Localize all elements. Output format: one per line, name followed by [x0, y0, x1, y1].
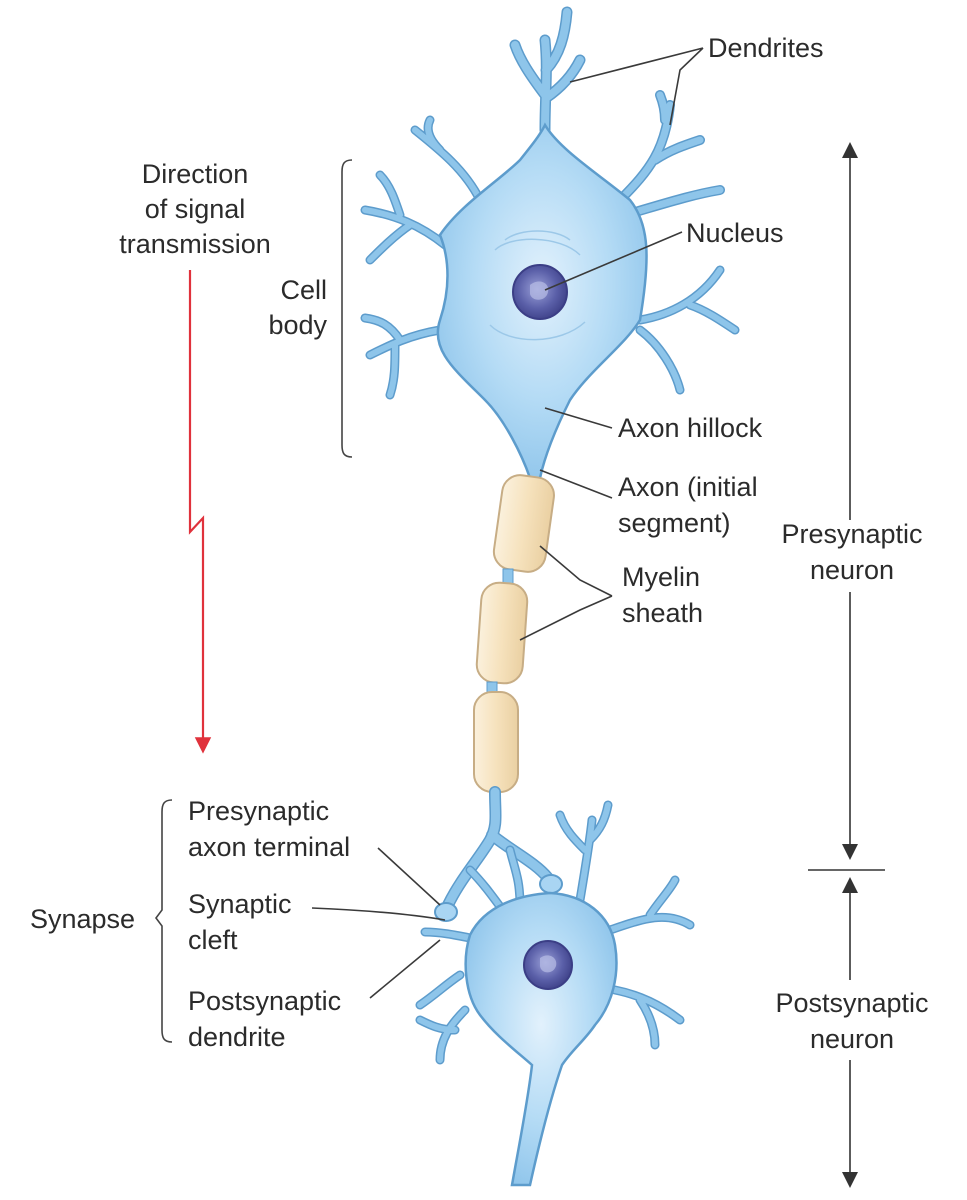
cell-body-label-line-2: body	[268, 310, 327, 340]
leader-lines	[311, 47, 704, 999]
synapse-bracket	[155, 799, 173, 1043]
axon-hillock-label: Axon hillock	[618, 413, 763, 443]
nucleus-label: Nucleus	[686, 218, 784, 248]
dendrites-label: Dendrites	[708, 33, 824, 63]
signal-direction-arrow	[188, 270, 212, 754]
presynaptic-neuron-label-line-2: neuron	[810, 555, 894, 585]
postsynaptic-neuron-label-line-1: Postsynaptic	[775, 988, 928, 1018]
postsynaptic-dendrite-label-line-1: Postsynaptic	[188, 986, 341, 1016]
axon-terminal-bulb-left	[434, 902, 458, 922]
cell-body-label-line-1: Cell	[280, 275, 327, 305]
synaptic-cleft-leader	[311, 907, 446, 921]
cell-body-bracket	[341, 159, 353, 458]
postsynaptic-neuron-label-line-2: neuron	[810, 1024, 894, 1054]
direction-label-line-2: of signal	[145, 194, 246, 224]
postsynaptic-nucleolus-shape	[540, 955, 557, 973]
dendrites-upper-shape	[360, 6, 740, 400]
axon-terminal-branches	[434, 786, 563, 922]
axon-initial-leader	[539, 469, 613, 499]
dendrites-leader	[569, 47, 704, 126]
axon-hillock-leader	[544, 407, 613, 429]
presynaptic-terminal-label-line-1: Presynaptic	[188, 796, 329, 826]
nucleolus-shape	[530, 281, 549, 300]
direction-label-line-1: Direction	[142, 159, 249, 189]
synaptic-cleft-label-line-2: cleft	[188, 925, 238, 955]
nucleus-leader	[544, 231, 683, 291]
myelin-sheath-segments	[473, 474, 555, 793]
myelin-sheath-leader	[519, 545, 613, 641]
myelin-segment-3	[473, 691, 519, 793]
direction-label-line-3: transmission	[119, 229, 271, 259]
postsynaptic-cell-body-shape	[464, 891, 618, 1187]
postsynaptic-neuron-shape	[415, 800, 695, 1187]
axon-terminal-bulb-right	[539, 874, 563, 894]
myelin-segment-1	[492, 474, 555, 573]
myelin-sheath-label-line-1: Myelin	[622, 562, 700, 592]
organelle-marks	[489, 230, 586, 341]
axon-initial-label-line-1: Axon (initial	[618, 472, 758, 502]
presynaptic-terminal-label-line-2: axon terminal	[188, 832, 350, 862]
presynaptic-terminal-leader	[377, 847, 441, 906]
postsynaptic-dendrites-shape	[415, 800, 695, 1065]
myelin-segment-2	[475, 581, 529, 685]
synaptic-cleft-label-line-1: Synaptic	[188, 889, 292, 919]
synapse-label: Synapse	[30, 904, 135, 934]
axon-initial-label-line-2: segment)	[618, 508, 731, 538]
postsynaptic-dendrite-label-line-2: dendrite	[188, 1022, 286, 1052]
presynaptic-neuron-label-line-1: Presynaptic	[781, 519, 922, 549]
postsynaptic-dendrite-leader	[369, 939, 441, 999]
presynaptic-neuron-shape	[360, 6, 740, 922]
myelin-sheath-label-line-2: sheath	[622, 598, 703, 628]
